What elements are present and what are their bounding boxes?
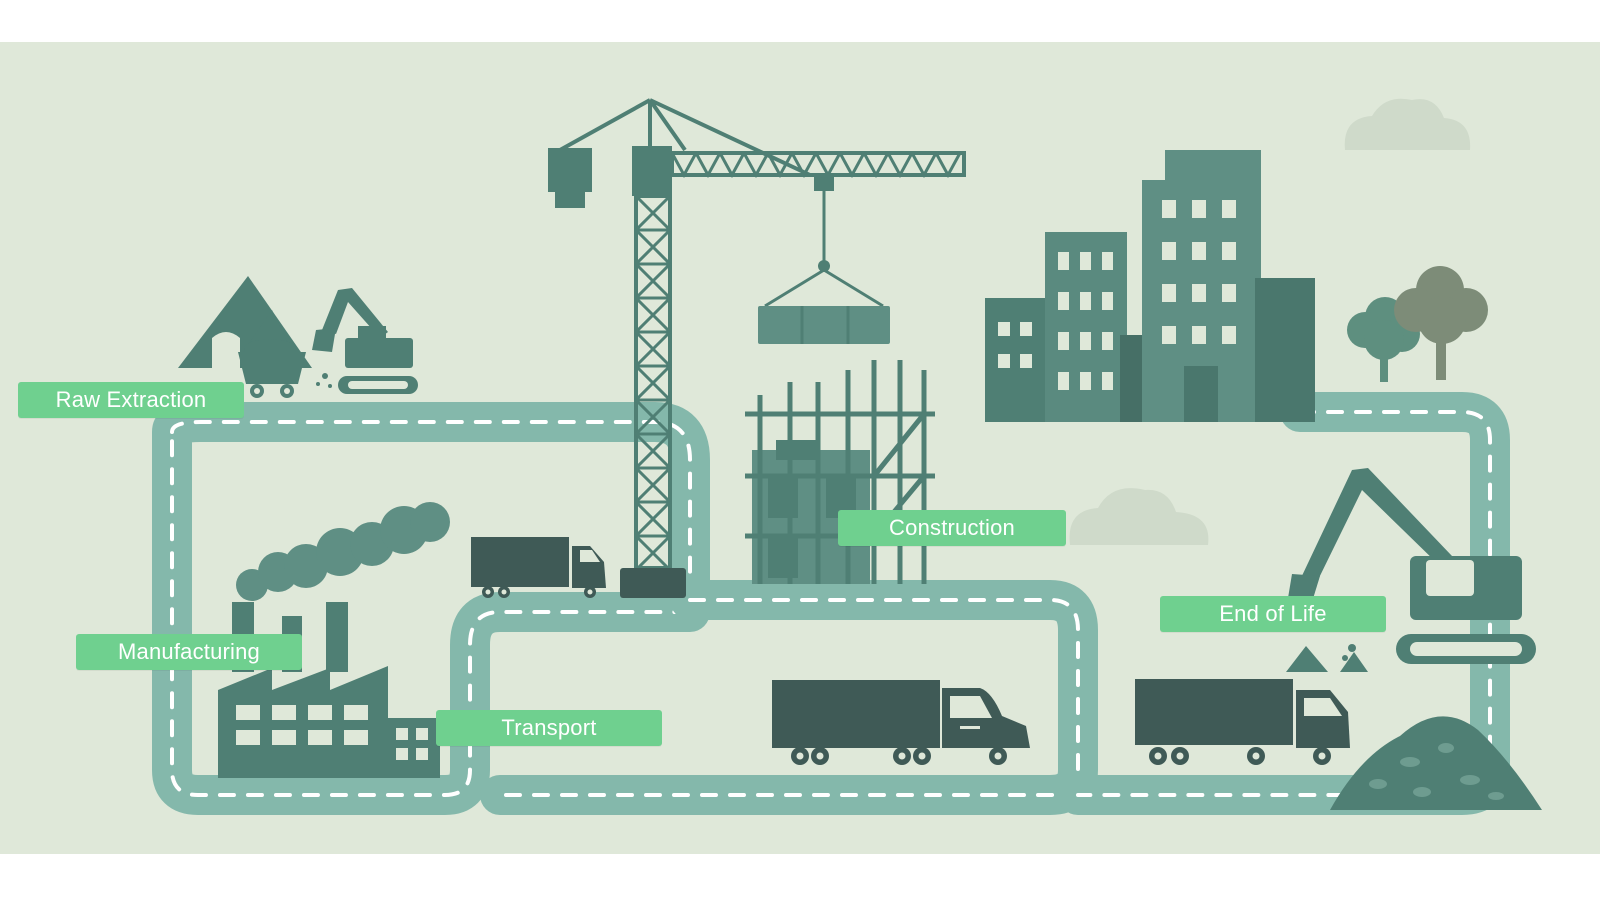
stage-label-end-of-life: End of Life xyxy=(1160,596,1386,632)
truck-icon xyxy=(1133,677,1350,765)
debris-pile-icon xyxy=(1330,716,1542,810)
cloud-icon xyxy=(1069,488,1209,545)
excavator-icon xyxy=(312,288,418,394)
factory-icon xyxy=(218,502,450,778)
tree-icon xyxy=(1394,266,1488,380)
rubble-icon xyxy=(1286,644,1368,672)
stage-label-manufacturing: Manufacturing xyxy=(76,634,302,670)
cloud-icon xyxy=(1344,98,1471,150)
scaffold-building-icon xyxy=(745,360,935,584)
stage-label-transport: Transport xyxy=(436,710,662,746)
tower-crane-icon xyxy=(548,98,966,598)
stage-label-raw-extraction: Raw Extraction xyxy=(18,382,244,418)
city-buildings-icon xyxy=(985,150,1315,422)
excavator-icon xyxy=(1288,468,1536,664)
truck-icon xyxy=(772,680,1030,765)
stage-label-construction: Construction xyxy=(838,510,1066,546)
mine-cart-icon xyxy=(238,339,306,398)
truck-icon xyxy=(469,535,606,598)
